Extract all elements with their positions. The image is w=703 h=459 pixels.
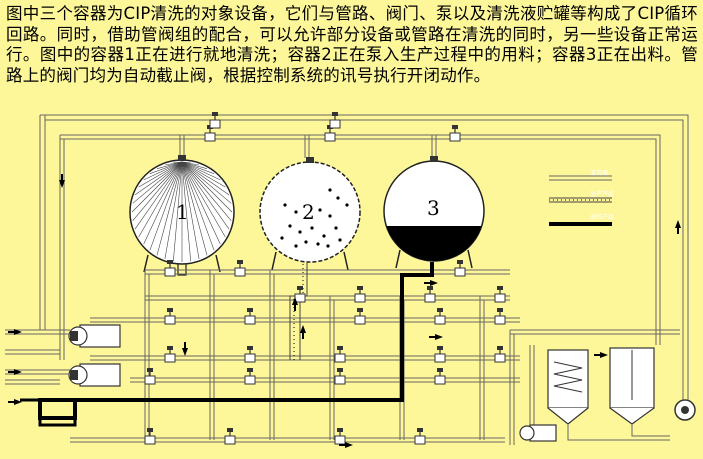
discharge-loop	[20, 398, 77, 427]
legend-label-product: 生产产品	[590, 190, 614, 198]
station-pipes	[509, 329, 680, 445]
vessel-2-label: 2	[302, 200, 315, 224]
manifold-pipes	[70, 269, 520, 443]
product-pipe	[289, 262, 308, 360]
valve-icon	[144, 259, 506, 445]
vessel-3: 3	[383, 156, 485, 269]
vessel-3-label: 3	[427, 196, 440, 220]
flow-arrow-icon	[8, 174, 681, 448]
pump-icon	[68, 324, 121, 348]
legend: 清洗液 生产产品 出料产品	[549, 169, 614, 226]
caption-text: 图中三个容器为CIP清洗的对象设备，它们与管路、阀门、泵以及清洗液贮罐等构成了C…	[6, 4, 698, 85]
pump-icon	[68, 363, 121, 387]
vessel-2: 2	[259, 157, 361, 271]
spray-lines	[179, 135, 437, 158]
tank-icon	[547, 347, 655, 425]
valve-icon	[204, 111, 461, 142]
legend-label-cleaning: 清洗液	[590, 169, 608, 177]
legend-label-output: 出料产品	[590, 213, 614, 221]
discharge-pipe	[38, 262, 434, 420]
vessel-1: 1	[129, 155, 235, 276]
pump-icon	[519, 399, 696, 442]
top-supply-pipe	[39, 114, 689, 405]
vessel-1-label: 1	[176, 200, 189, 224]
